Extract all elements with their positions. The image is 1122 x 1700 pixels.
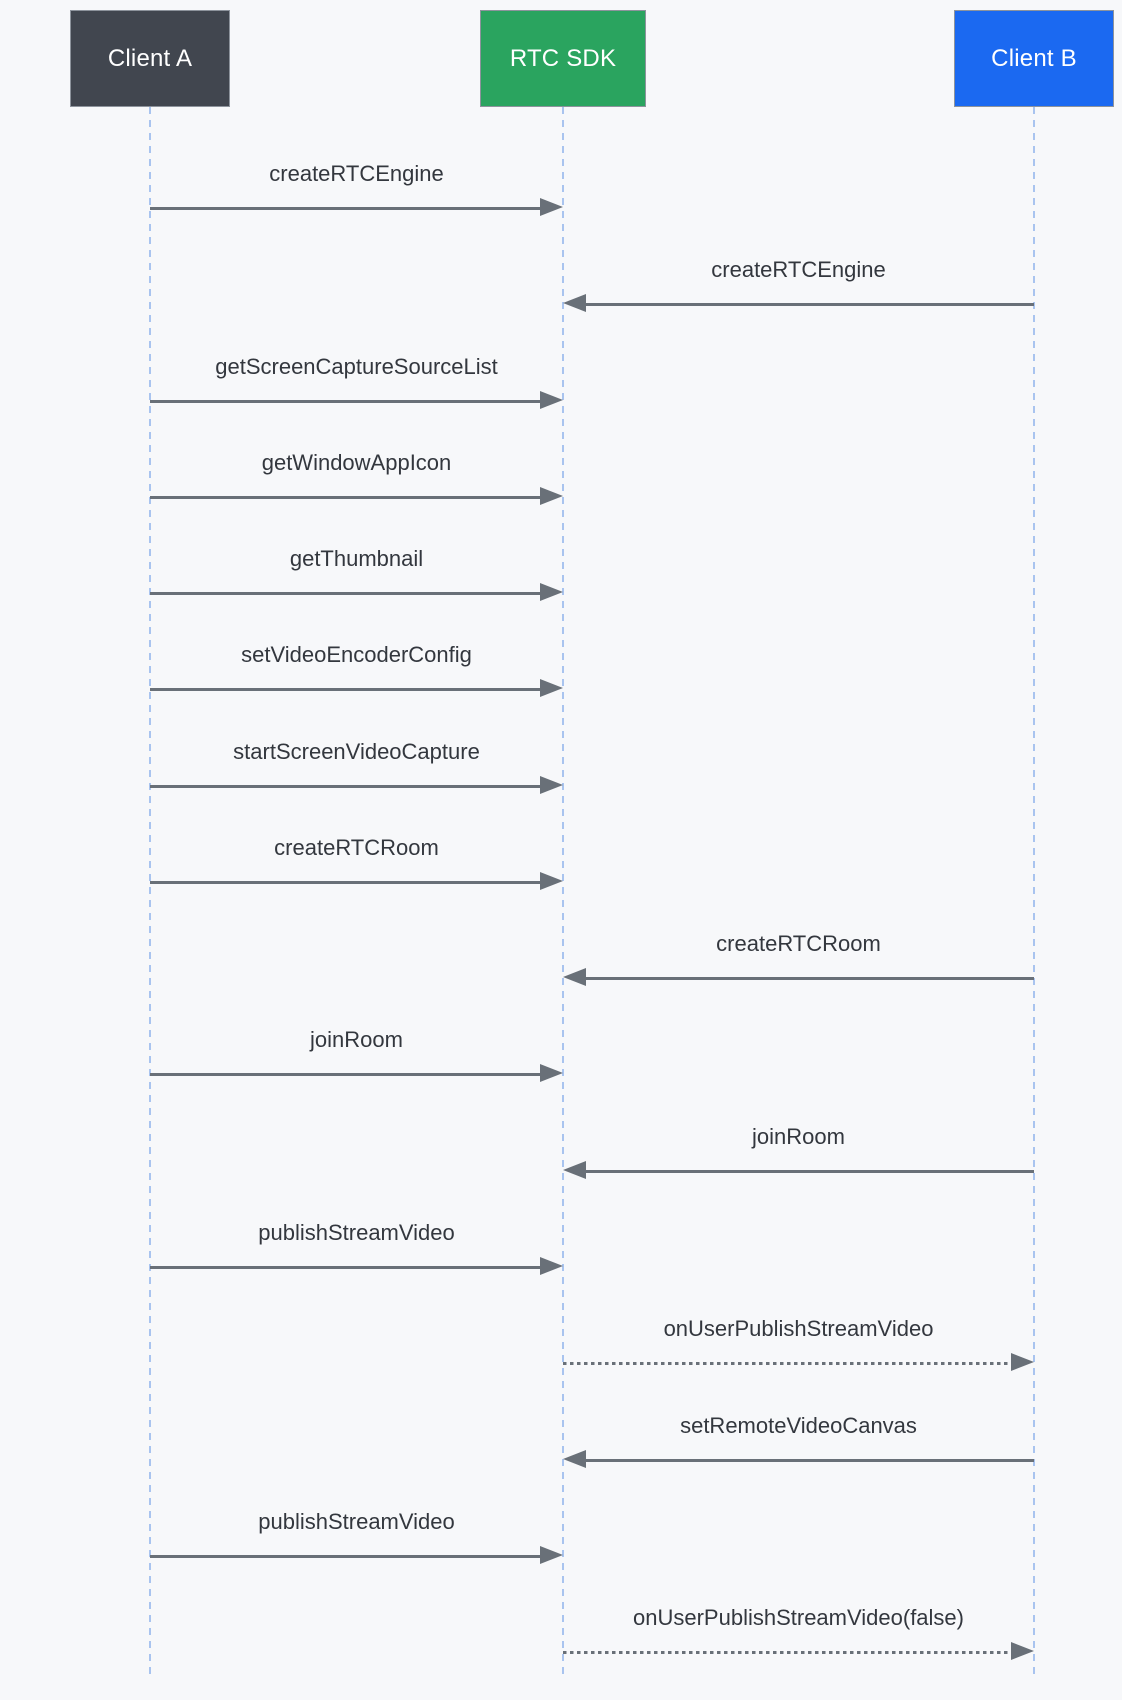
message-line-solid	[150, 592, 540, 595]
message-label: getThumbnail	[289, 546, 424, 571]
arrowhead-right-icon	[1011, 1353, 1034, 1371]
message-label: onUserPublishStreamVideo(false)	[633, 1605, 964, 1630]
message-label: setVideoEncoderConfig	[241, 642, 472, 667]
arrowhead-right-icon	[1011, 1642, 1034, 1660]
participant-sdk: RTC SDK	[480, 10, 646, 107]
message-line-solid	[150, 1555, 540, 1558]
message-line-solid	[586, 977, 1034, 980]
participant-label: Client B	[991, 44, 1077, 72]
message-label: joinRoom	[310, 1027, 403, 1052]
arrowhead-right-icon	[540, 776, 563, 794]
message-line-solid	[150, 1266, 540, 1269]
message-label: getWindowAppIcon	[261, 450, 452, 475]
message-label: getScreenCaptureSourceList	[215, 354, 498, 379]
message-line-solid	[586, 303, 1034, 306]
arrowhead-right-icon	[540, 583, 563, 601]
arrowhead-right-icon	[540, 487, 563, 505]
message-line-dashed	[563, 1651, 1011, 1654]
arrowhead-left-icon	[563, 968, 586, 986]
lifeline-clientB	[1033, 107, 1035, 1680]
arrowhead-right-icon	[540, 198, 563, 216]
message-label: startScreenVideoCapture	[233, 739, 480, 764]
message-line-solid	[586, 1170, 1034, 1173]
arrowhead-right-icon	[540, 1064, 563, 1082]
participant-clientB: Client B	[954, 10, 1114, 107]
message-line-solid	[150, 785, 540, 788]
message-line-dashed	[563, 1362, 1011, 1365]
message-label: createRTCRoom	[274, 835, 439, 860]
message-label: setRemoteVideoCanvas	[680, 1413, 917, 1438]
message-label: joinRoom	[752, 1124, 845, 1149]
message-line-solid	[150, 1073, 540, 1076]
lifeline-clientA	[149, 107, 151, 1680]
message-label: onUserPublishStreamVideo	[663, 1316, 934, 1341]
message-label: createRTCEngine	[711, 257, 886, 282]
participant-label: Client A	[107, 44, 193, 72]
lifeline-sdk	[562, 107, 564, 1680]
message-line-solid	[150, 207, 540, 210]
participant-clientA: Client A	[70, 10, 230, 107]
arrowhead-right-icon	[540, 872, 563, 890]
message-line-solid	[586, 1459, 1034, 1462]
arrowhead-right-icon	[540, 1546, 563, 1564]
message-line-solid	[150, 400, 540, 403]
arrowhead-right-icon	[540, 391, 563, 409]
arrowhead-right-icon	[540, 1257, 563, 1275]
arrowhead-left-icon	[563, 294, 586, 312]
arrowhead-left-icon	[563, 1450, 586, 1468]
message-label: createRTCRoom	[716, 931, 881, 956]
message-label: createRTCEngine	[269, 161, 444, 186]
arrowhead-right-icon	[540, 679, 563, 697]
arrowhead-left-icon	[563, 1161, 586, 1179]
participant-label: RTC SDK	[509, 44, 617, 72]
message-line-solid	[150, 688, 540, 691]
message-line-solid	[150, 496, 540, 499]
message-label: publishStreamVideo	[258, 1509, 455, 1534]
message-label: publishStreamVideo	[258, 1220, 455, 1245]
message-line-solid	[150, 881, 540, 884]
